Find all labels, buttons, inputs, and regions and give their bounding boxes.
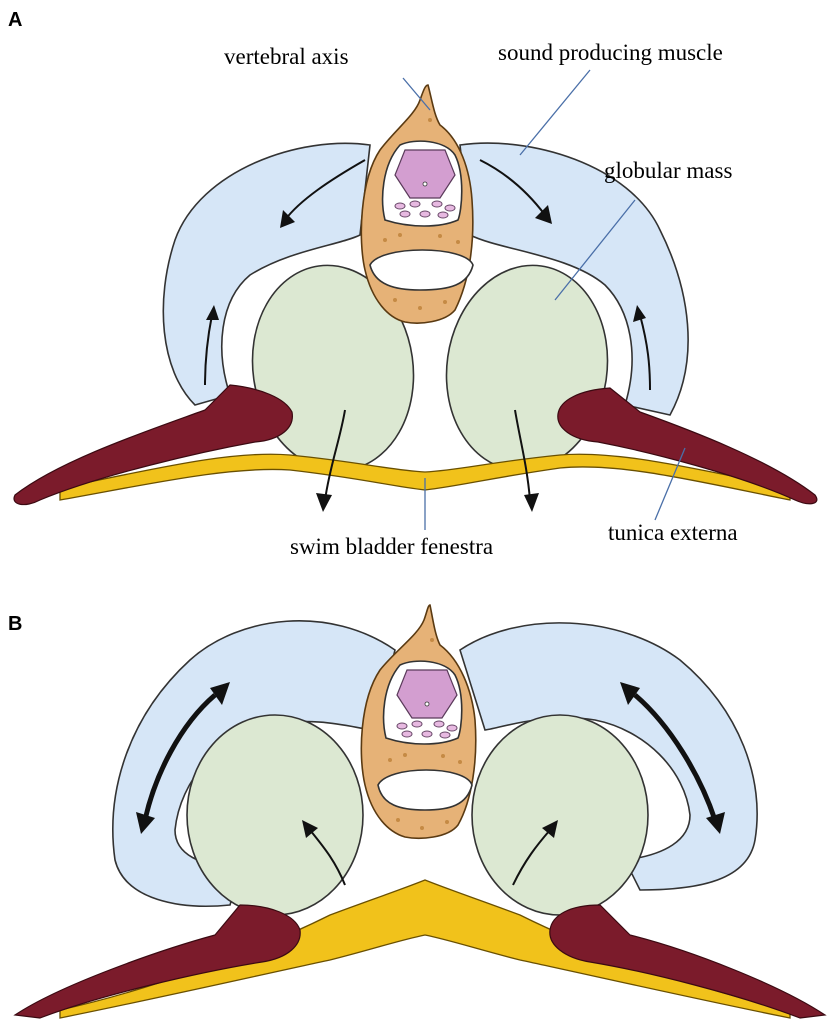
label-sound-producing-muscle: sound producing muscle (498, 40, 723, 65)
left-red-process (14, 385, 292, 505)
panel-b-letter: B (8, 613, 22, 635)
label-vertebral-axis: vertebral axis (224, 44, 349, 69)
right-red-process-b (550, 905, 825, 1018)
panel-a-letter: A (8, 9, 22, 31)
right-red-process (558, 388, 817, 504)
label-tunica-externa: tunica externa (608, 520, 738, 545)
left-red-process-b (15, 905, 300, 1018)
right-globular-mass-b (472, 715, 648, 915)
left-globular-mass-b (187, 715, 363, 915)
leader-sound-muscle (520, 70, 590, 155)
label-swim-bladder-fenestra: swim bladder fenestra (290, 534, 493, 559)
panel-a: A (8, 9, 817, 559)
panel-b: B (8, 605, 825, 1018)
label-globular-mass: globular mass (604, 158, 732, 183)
vertebra-a (361, 85, 473, 323)
